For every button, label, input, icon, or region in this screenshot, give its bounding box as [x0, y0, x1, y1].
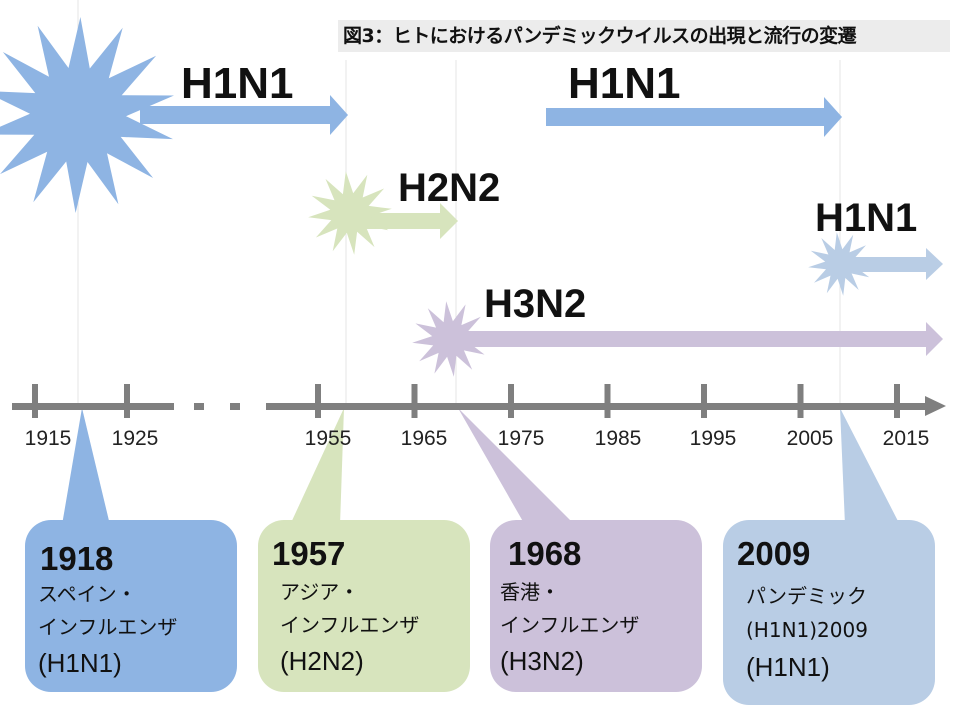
event-year-1968: 1968: [508, 535, 582, 572]
axis-arrow-head: [925, 396, 946, 416]
tick-label-2015: 2015: [882, 427, 930, 450]
h2n2-arrow-head: [440, 203, 458, 239]
strain-label-h2n2: H2N2: [398, 166, 501, 210]
tick-label-1975: 1975: [497, 427, 545, 450]
event-name-line2-2009: (H1N1)2009: [746, 618, 868, 642]
callout-2009: [723, 408, 935, 705]
axis-tick-1965: [411, 384, 418, 418]
h3n2-arrow-shaft: [465, 331, 928, 347]
tick-label-1915: 1915: [24, 427, 72, 450]
event-name-line1-1957: アジア・: [280, 580, 360, 604]
callout-pointer-1918: [62, 408, 110, 525]
strain-label-h1n1-1977: H1N1: [568, 59, 681, 108]
h1n1-1918-burst: [0, 17, 174, 213]
h1n1-1977-arrow: [546, 97, 842, 137]
callout-1957: [258, 408, 470, 692]
timeline-axis: [12, 384, 946, 418]
axis-tick-1915: [32, 384, 38, 418]
callout-pointer-1968: [458, 408, 575, 525]
h2n2-burst: [308, 171, 392, 255]
axis-break-gap-3: [240, 403, 266, 410]
title-background: [338, 20, 950, 52]
callout-card-1968: [490, 520, 702, 692]
tick-label-2005: 2005: [786, 427, 834, 450]
axis-tick-2015: [894, 384, 900, 418]
axis-ticks: [32, 384, 900, 418]
tick-label-1925: 1925: [111, 427, 159, 450]
event-name-line1-1968: 香港・: [500, 580, 560, 604]
event-subtype-2009: (H1N1): [746, 652, 830, 682]
axis-tick-1985: [604, 384, 611, 418]
callout-1918: [25, 408, 237, 692]
tick-label-1955: 1955: [304, 427, 352, 450]
strain-label-h1n1-2009: H1N1: [815, 196, 918, 240]
axis-line: [12, 403, 927, 410]
axis-tick-1925: [124, 384, 130, 418]
callout-pointer-1957: [290, 408, 344, 525]
callout-card-1957: [258, 520, 470, 692]
h1n1-1977-arrow-shaft: [546, 108, 826, 126]
callout-1968: [458, 408, 702, 692]
axis-tick-2005: [797, 384, 804, 418]
h3n2-burst: [412, 301, 488, 377]
h1n1-1918-arrow-head: [330, 95, 348, 135]
callout-card-2009: [723, 520, 935, 705]
h1n1-1918-arrow-shaft: [140, 106, 332, 124]
strain-label-h1n1-1918: H1N1: [181, 59, 294, 108]
tick-label-1995: 1995: [689, 427, 737, 450]
event-year-2009: 2009: [737, 535, 811, 572]
event-name-line2-1918: インフルエンザ: [38, 615, 178, 639]
event-name-line1-2009: パンデミック: [746, 584, 867, 608]
strain-label-h3n2: H3N2: [484, 282, 587, 326]
event-year-1918: 1918: [40, 540, 114, 577]
h3n2-arrow-head: [926, 322, 943, 356]
h1n1-1918-arrow: [140, 95, 348, 135]
callout-card-1918: [25, 520, 237, 692]
axis-tick-1975: [508, 384, 514, 418]
callout-pointer-2009: [840, 408, 900, 525]
event-name-line1-1918: スペイン・: [38, 582, 137, 606]
event-year-1957: 1957: [272, 535, 346, 572]
h1n1-1977-arrow-head: [824, 97, 842, 137]
axis-break-gap-2: [204, 403, 230, 410]
h1n1-2009-burst: [808, 232, 872, 296]
axis-tick-1955: [315, 384, 321, 418]
tick-label-1965: 1965: [400, 427, 448, 450]
event-subtype-1918: (H1N1): [38, 648, 122, 678]
event-name-line2-1957: インフルエンザ: [280, 613, 420, 637]
axis-tick-1995: [701, 384, 707, 418]
diagram-title: 図3：ヒトにおけるパンデミックウイルスの出現と流行の変遷: [343, 25, 857, 47]
event-subtype-1957: (H2N2): [280, 646, 364, 676]
tick-label-1985: 1985: [594, 427, 642, 450]
event-name-line2-1968: インフルエンザ: [500, 613, 640, 637]
h1n1-2009-arrow-head: [926, 248, 943, 280]
event-subtype-1968: (H3N2): [500, 646, 584, 676]
h3n2-arrow: [465, 322, 943, 356]
axis-break-gap-1: [174, 403, 194, 410]
